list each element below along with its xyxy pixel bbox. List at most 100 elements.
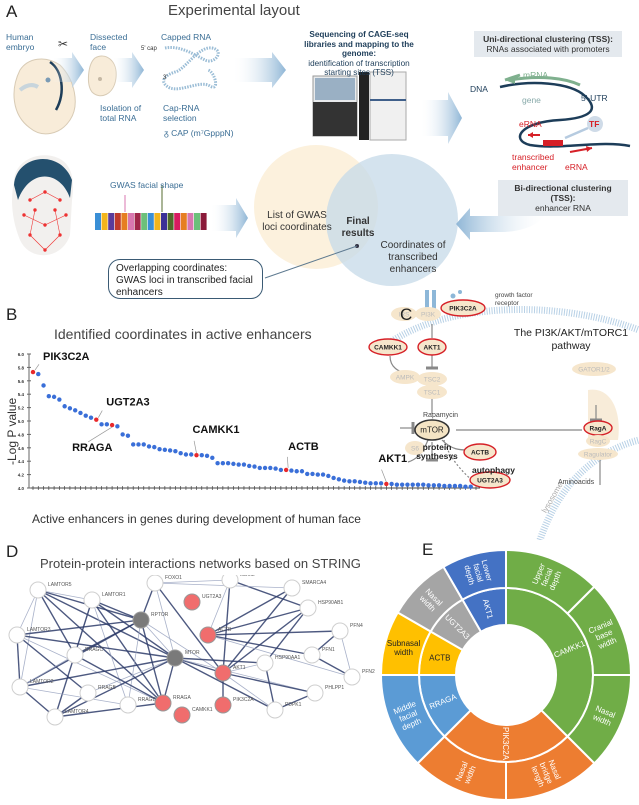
gene-label-actb: ACTB xyxy=(288,441,319,453)
data-point xyxy=(152,444,157,450)
panel-c-letter: C xyxy=(400,305,413,324)
panel-a-graphics: ✂ xyxy=(12,37,631,286)
network-node-mdm2 xyxy=(221,575,239,589)
data-point xyxy=(289,468,294,473)
sequencing-label-bold: Sequencing of CAGE-seq libraries and map… xyxy=(304,30,414,58)
network-node-lamtor5 xyxy=(29,581,47,599)
y-tick-label: 5.2 xyxy=(18,406,25,411)
node-s6 xyxy=(405,441,425,455)
gene-label-camkk1: CAMKK1 xyxy=(192,424,239,436)
label-5utr: 5'-UTR xyxy=(581,93,608,103)
data-point xyxy=(62,404,67,409)
data-point xyxy=(241,462,247,467)
data-point xyxy=(178,450,183,456)
network-edge xyxy=(19,686,129,706)
network-node-label: PFN1 xyxy=(322,647,335,653)
data-point xyxy=(41,383,46,388)
manhattan-bar xyxy=(200,213,207,230)
panel-e-letter: E xyxy=(422,540,434,559)
network-node-label: RRAGC xyxy=(85,647,103,653)
data-point xyxy=(421,482,426,487)
network-edge xyxy=(87,657,176,694)
node-label-ragulator: Ragulator xyxy=(584,452,613,459)
node-label-gator: GATOR1/2 xyxy=(578,367,610,374)
label-gwas-facial-shape: GWAS facial shape xyxy=(110,180,184,190)
data-point xyxy=(442,483,447,489)
data-point xyxy=(315,472,320,477)
network-node-label: AKT1 xyxy=(233,665,246,671)
data-point xyxy=(225,461,231,466)
panel-b-letter: B xyxy=(6,305,18,324)
network-edge xyxy=(264,607,309,664)
network-edge xyxy=(16,619,142,636)
network-node-label: UGT2A3 xyxy=(202,594,222,600)
label-aminoacids: Aminoacids xyxy=(558,479,595,486)
data-point xyxy=(378,481,384,486)
highlighted-point xyxy=(109,422,115,428)
data-point xyxy=(310,471,315,477)
node-label-ampk: AMPK xyxy=(396,375,415,382)
network-edge xyxy=(229,579,309,609)
data-point xyxy=(236,462,241,467)
data-point xyxy=(468,484,473,489)
data-point xyxy=(347,479,352,484)
network-edge xyxy=(74,654,164,704)
manhattan-bar xyxy=(114,213,121,230)
network-edge xyxy=(19,589,39,688)
highlighted-point xyxy=(283,467,289,473)
network-edge xyxy=(207,630,341,636)
inner-label: ACTB xyxy=(429,653,450,662)
data-point xyxy=(83,413,88,418)
data-point xyxy=(131,442,136,447)
gene-label-rraga: RRAGA xyxy=(72,442,112,454)
node-ragulator xyxy=(578,448,618,460)
data-point xyxy=(115,424,120,429)
network-edge xyxy=(16,634,176,659)
network-edge xyxy=(207,587,293,636)
label-3prime: 3' xyxy=(163,75,168,81)
manhattan-bar xyxy=(194,213,200,230)
highlighted-point xyxy=(384,481,389,487)
manhattan-bar xyxy=(147,213,154,230)
venn-enhancer-circle xyxy=(326,154,458,286)
arrow-6 xyxy=(456,185,551,240)
network-node-actb xyxy=(199,626,217,644)
label-human-embryo: Human embryo xyxy=(6,32,35,52)
data-point xyxy=(252,464,257,469)
network-node-akt1 xyxy=(214,664,232,682)
data-point xyxy=(51,394,57,400)
label-gene: gene xyxy=(522,95,541,105)
data-point xyxy=(463,484,468,489)
outer-label: Lowerfacialdepth xyxy=(462,559,494,587)
data-point xyxy=(88,415,94,420)
node-mtor xyxy=(414,419,450,441)
bi-bold: Bi-directional clustering (TSS): xyxy=(514,183,612,203)
label-growth-factor: growth factor receptor xyxy=(495,292,533,307)
network-edge xyxy=(174,657,316,694)
network-edge xyxy=(174,657,276,711)
manhattan-bar xyxy=(134,213,141,230)
data-point xyxy=(436,483,442,488)
network-edge xyxy=(37,589,76,656)
y-tick-label: 4.6 xyxy=(18,446,25,451)
network-node-rptor xyxy=(132,611,150,629)
chart-xlabel: Active enhancers in genes during develop… xyxy=(32,512,361,526)
arrow-5 xyxy=(210,198,248,238)
network-edge xyxy=(222,607,309,674)
data-point xyxy=(336,477,342,482)
dissected-face xyxy=(87,55,117,97)
network-node-label: FOXO1 xyxy=(165,575,182,581)
data-point xyxy=(36,371,41,377)
cap-legend-text: CAP (m⁷GpppN) xyxy=(171,128,234,138)
panel-d-letter: D xyxy=(6,542,19,561)
node-pi3k xyxy=(415,307,441,321)
data-point xyxy=(394,482,400,487)
data-point xyxy=(273,466,278,471)
network-node-label: LAMTOR4 xyxy=(65,709,89,715)
arrow-2 xyxy=(112,52,144,88)
network-node-label: CAMKK1 xyxy=(192,707,213,713)
network-node-pfn1 xyxy=(303,646,321,664)
label-cap-rna-selection: Cap-RNA selection xyxy=(163,103,199,123)
